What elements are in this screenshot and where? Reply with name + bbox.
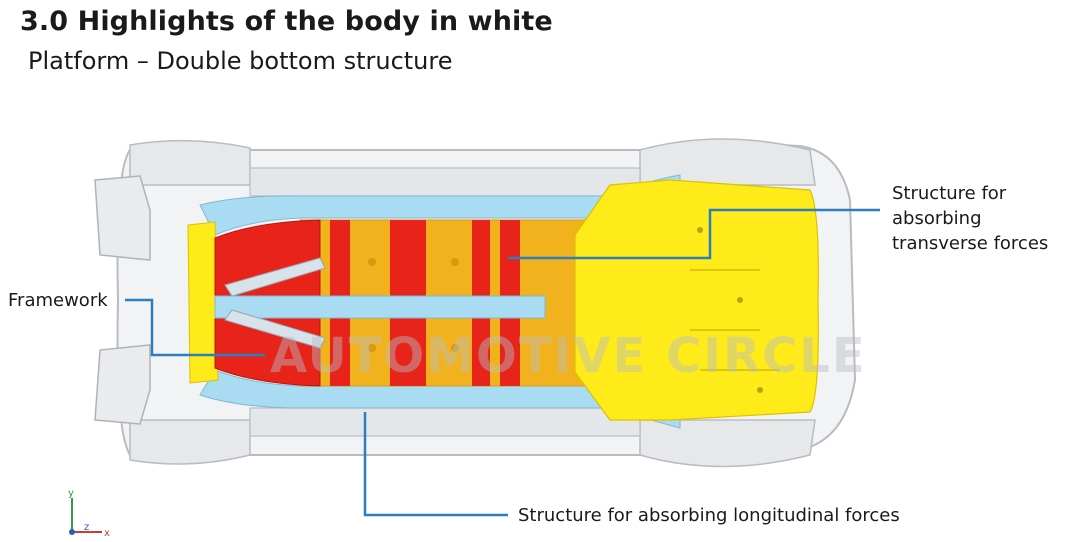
longitudinal-callout-line [363,412,508,517]
z-axis-label: z [84,522,89,533]
floor-hole-3 [368,258,376,266]
rear-floor [574,179,819,421]
floor-hole-1 [451,258,459,266]
front-crossmember [187,221,219,384]
longitudinal-label: Structure for absorbing longitudinal for… [518,505,900,526]
rear-floor-hole-2 [697,227,703,233]
longitudinal-structure-top [199,174,681,236]
front-crash-box-left [94,175,151,261]
front-right-arch [129,419,251,465]
page-subtitle: Platform – Double bottom structure [28,47,453,75]
longitudinal-structure-bottom [199,369,681,429]
transverse-label-line-3: transverse forces [892,233,1049,254]
rear-floor-hole-1 [737,297,743,303]
transverse-callout: Structure for absorbing transverse force… [892,181,1048,256]
rear-floor-hole-3 [757,387,763,393]
floor-hole-4 [368,344,376,352]
transverse-label-line-1: Structure for [892,183,1007,204]
y-axis-label: y [68,488,74,499]
right-sill [249,407,641,437]
longitudinal-callout: Structure for absorbing longitudinal for… [518,503,900,528]
framework-label: Framework [8,290,108,311]
page-title: 3.0 Highlights of the body in white [20,6,553,37]
axis-triad-icon: y z x [68,488,110,539]
framework-callout: Framework [8,288,108,313]
z-axis-dot [69,529,75,535]
tunnel [214,295,546,319]
rear-right-arch [639,419,816,468]
front-crash-box-right [94,344,151,425]
transverse-callout-line [508,208,880,260]
floor-hole-2 [451,344,459,352]
rear-left-arch [639,138,816,186]
left-sill [249,167,641,197]
framework-strut-bottom [224,309,326,349]
front-left-arch [129,139,251,186]
x-axis-label: x [104,528,110,539]
framework-callout-line [125,298,265,357]
framework-strut-top [224,257,326,297]
watermark-text: AUTOMOTIVE CIRCLE [270,328,867,384]
transverse-label-line-2: absorbing [892,208,982,229]
